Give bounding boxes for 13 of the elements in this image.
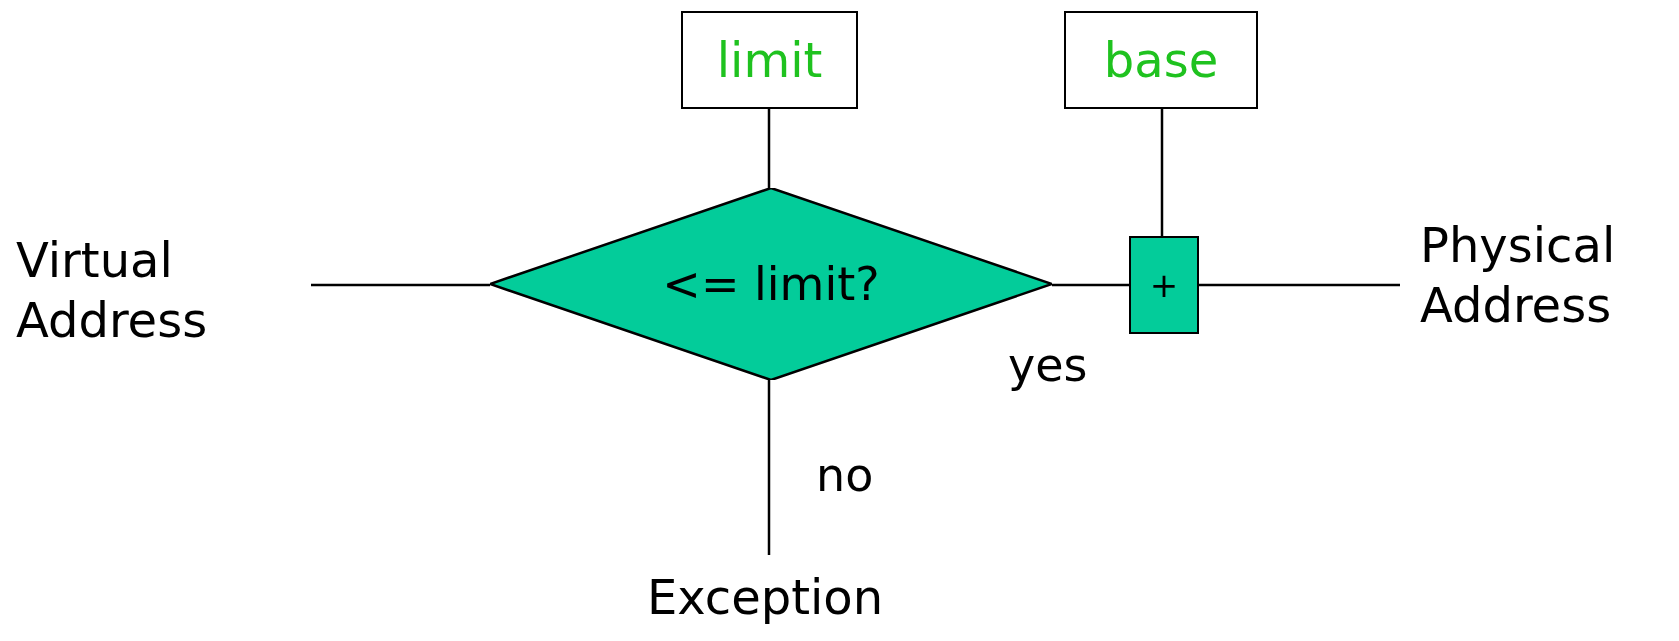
- connector-line: [767, 109, 771, 188]
- address-label: Physical Address: [1420, 216, 1617, 335]
- connector-line: [1199, 283, 1400, 287]
- address-label: Virtual Address: [16, 231, 209, 350]
- connector-line: [311, 283, 490, 287]
- address-label: Exception: [646, 568, 884, 627]
- register-box: limit: [681, 11, 858, 109]
- connector-line: [1160, 109, 1164, 236]
- condition-label: <= limit?: [662, 255, 880, 313]
- register-box: base: [1064, 11, 1258, 109]
- adder-box: +: [1129, 236, 1199, 334]
- connector-line: [767, 380, 771, 555]
- connector-line: [1052, 283, 1129, 287]
